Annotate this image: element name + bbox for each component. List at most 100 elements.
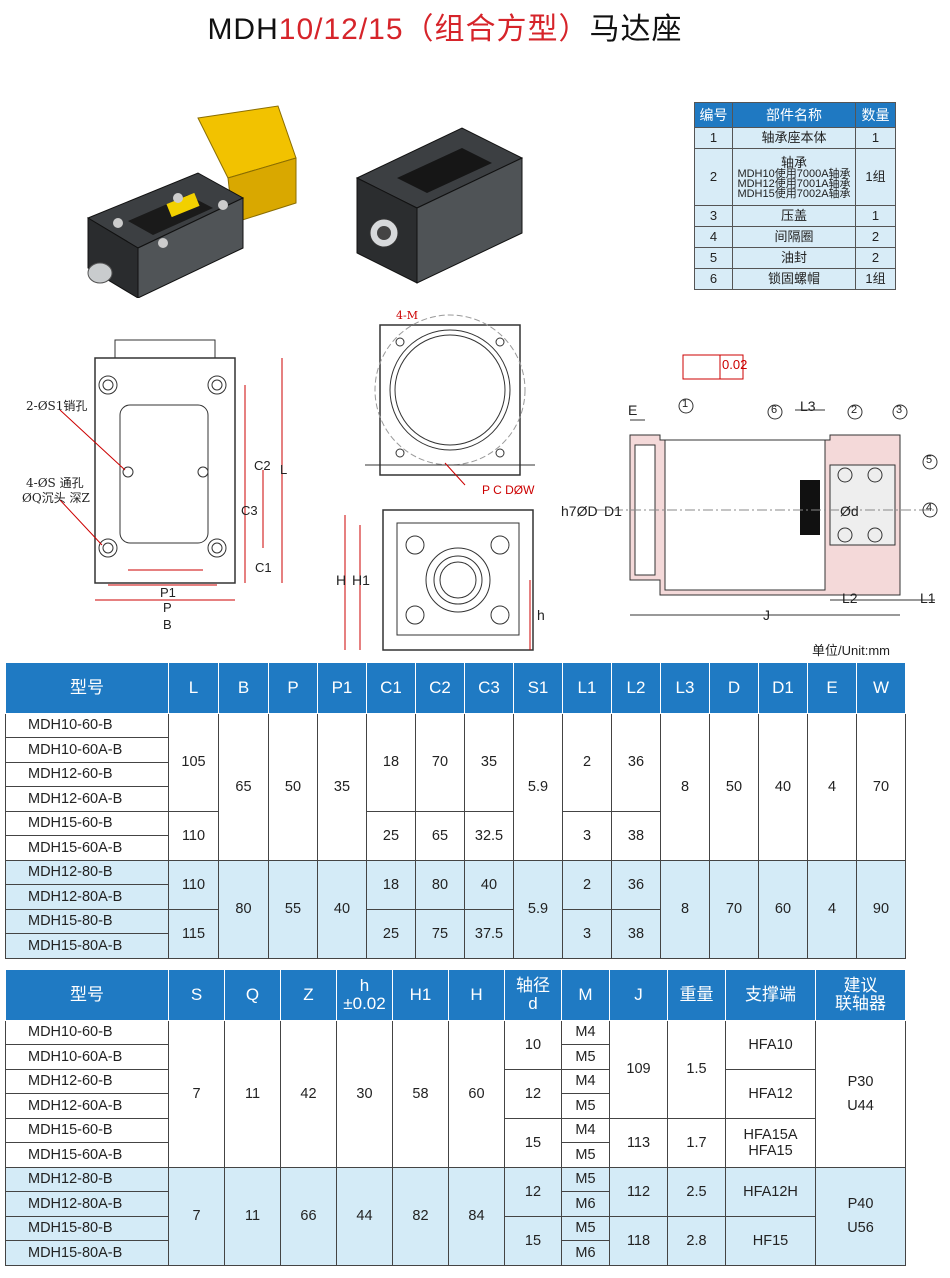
part-name: 轴承座本体 (732, 127, 856, 149)
table-row: MDH12-80-B 110 80 55 40 18 80 40 5.9 2 3… (5, 859, 906, 959)
model-cell: MDH15-80A-B (5, 1240, 169, 1266)
table-row: MDH12-60-B (5, 761, 906, 787)
col-B: B (218, 663, 269, 714)
cell-support: HFA12 (725, 1068, 816, 1119)
parts-header-name: 部件名称 (732, 102, 856, 128)
cell-H1: 82 (392, 1166, 449, 1266)
cell-L: 110 (168, 859, 219, 910)
part-no: 4 (694, 226, 733, 248)
dim-d: Ød (840, 503, 859, 519)
dim-C1: C1 (255, 560, 272, 575)
model-cell: MDH15-60-B (5, 810, 169, 836)
col-C1: C1 (366, 663, 416, 714)
col-J: J (609, 970, 668, 1021)
part-no: 2 (694, 148, 733, 206)
cell-L2: 36 (611, 712, 661, 812)
dim-L3: L3 (800, 398, 816, 414)
dim-L: L (280, 462, 288, 477)
parts-row: 2 轴承 MDH10使用7000A轴承 MDH12使用7001A轴承 MDH15… (694, 148, 896, 206)
part-qty: 1组 (855, 268, 896, 290)
coupling-line: U56 (847, 1220, 874, 1236)
dim-P: P (163, 600, 172, 615)
cell-d: 15 (504, 1117, 562, 1168)
unit-label: 单位/Unit:mm (812, 643, 891, 658)
model-cell: MDH12-80A-B (5, 1191, 169, 1217)
col-L3: L3 (660, 663, 710, 714)
model-cell: MDH15-60A-B (5, 835, 169, 861)
model-cell: MDH12-60-B (5, 761, 169, 787)
col-S1: S1 (513, 663, 563, 714)
cell-E: 4 (807, 859, 857, 959)
part-name: 油封 (732, 247, 856, 269)
part-name-line: MDH15使用7002A轴承 (737, 187, 851, 200)
cell-J: 109 (609, 1019, 668, 1119)
dim-H: H (336, 572, 347, 588)
support-line: HFA15A (743, 1126, 798, 1143)
cell-C3: 32.5 (464, 810, 514, 861)
part-qty: 1 (855, 205, 896, 227)
cell-J: 118 (609, 1215, 668, 1266)
table-row: MDH10-60-B 7 11 42 30 58 60 10 M4 109 1.… (5, 1019, 906, 1168)
table-row: MDH12-60A-B (5, 786, 906, 812)
cell-M: M5 (561, 1044, 610, 1070)
model-cell: MDH15-80-B (5, 908, 169, 934)
cell-weight: 2.5 (667, 1166, 726, 1217)
cell-L3: 8 (660, 859, 710, 959)
dim-D: h7ØD (561, 503, 598, 519)
col-H: H (448, 970, 505, 1021)
dim-E: E (628, 402, 638, 418)
cell-L2: 38 (611, 908, 661, 959)
cell-L1: 3 (562, 810, 612, 861)
cell-H1: 58 (392, 1019, 449, 1168)
tolerance-value: 0.02 (722, 357, 748, 372)
model-cell: MDH12-60A-B (5, 1093, 169, 1119)
title-paren: （组合方型） (403, 13, 590, 46)
part-name-line: 轴承 (780, 154, 807, 170)
dim-C3: C3 (241, 503, 258, 518)
cell-J: 113 (609, 1117, 668, 1168)
balloon-5: 5 (926, 454, 933, 466)
cell-E: 4 (807, 712, 857, 861)
cell-M: M4 (561, 1068, 610, 1094)
cell-P1: 35 (317, 712, 367, 861)
cell-D: 50 (709, 712, 759, 861)
cell-P1: 40 (317, 859, 367, 959)
cell-C1: 25 (366, 908, 416, 959)
cell-P: 50 (268, 712, 318, 861)
col-S: S (168, 970, 225, 1021)
cell-Z: 66 (280, 1166, 337, 1266)
col-C2: C2 (415, 663, 465, 714)
cell-D1: 60 (758, 859, 808, 959)
table-row: MDH10-60-B 105 65 50 35 18 70 35 5.9 2 3… (5, 712, 906, 861)
dim-J: J (763, 607, 770, 623)
cell-C2: 75 (415, 908, 465, 959)
product-render-housing (355, 127, 524, 284)
cell-d: 10 (504, 1019, 562, 1070)
cell-L: 115 (168, 908, 219, 959)
part-qty: 2 (855, 247, 896, 269)
model-cell: MDH10-60-B (5, 712, 169, 738)
model-cell: MDH10-60-B (5, 1019, 169, 1045)
model-cell: MDH12-60A-B (5, 786, 169, 812)
col-L2: L2 (611, 663, 661, 714)
label-counterbore: ØQ沉头 深Z (22, 491, 90, 505)
cell-weight: 2.8 (667, 1215, 726, 1266)
model-cell: MDH12-60-B (5, 1068, 169, 1094)
table-row: MDH15-60-B 110 25 65 32.5 3 38 (5, 810, 906, 861)
title-prefix: MDH (207, 13, 279, 46)
cell-d: 12 (504, 1068, 562, 1119)
col-coupling-line1: 建议 (843, 975, 878, 995)
label-m: 4-M (396, 309, 418, 322)
col-model: 型号 (5, 663, 169, 714)
dim-D1: D1 (604, 503, 622, 519)
product-render-assembled (86, 105, 297, 298)
dim-B: B (163, 617, 172, 632)
